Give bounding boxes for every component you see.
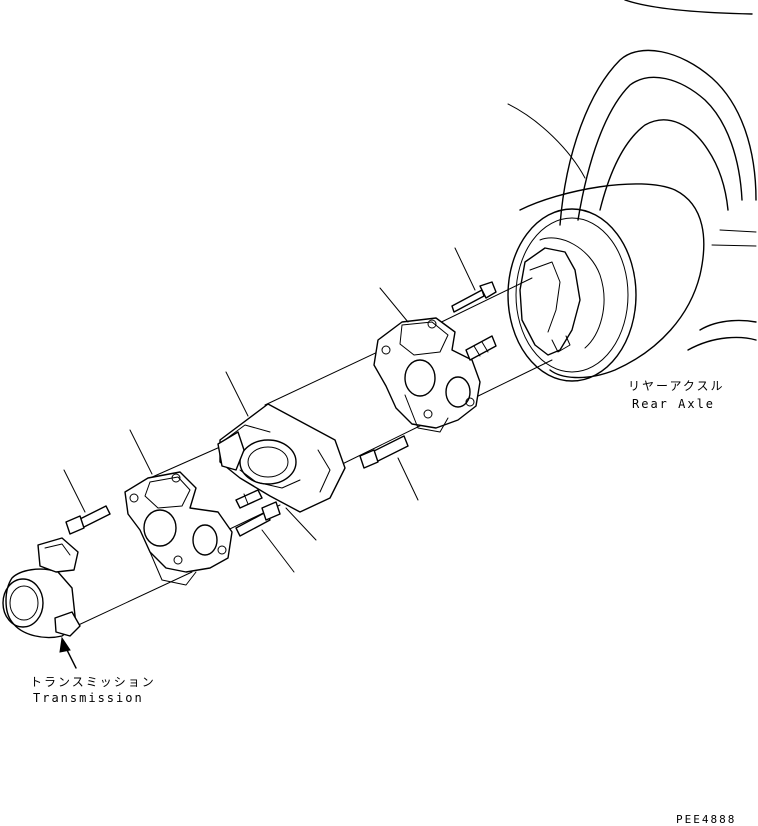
transmission-arrow-icon: [59, 636, 77, 669]
bolt-left: [65, 505, 111, 535]
transmission-label-en: Transmission: [33, 691, 144, 705]
leader-lines: [63, 247, 476, 573]
bolt-center-lower: [235, 501, 281, 537]
rear-spider-joint: [373, 317, 481, 433]
transmission-yoke: [2, 537, 81, 639]
rear-axle-label-jp: リヤーアクスル: [628, 379, 725, 393]
bolt-upper-right: [451, 281, 497, 313]
rear-axle-label-en: Rear Axle: [632, 397, 716, 411]
rear-axle-housing: [507, 0, 757, 382]
grease-fitting-center: [235, 489, 263, 509]
transmission-label-jp: トランスミッション: [30, 675, 156, 689]
bolt-middle-lower: [359, 435, 409, 469]
front-spider-joint: [124, 471, 233, 586]
bolt-grease-fitting-right: [465, 335, 497, 361]
figure-code: PEE4888: [676, 813, 737, 826]
center-slip-yoke: [217, 403, 346, 513]
